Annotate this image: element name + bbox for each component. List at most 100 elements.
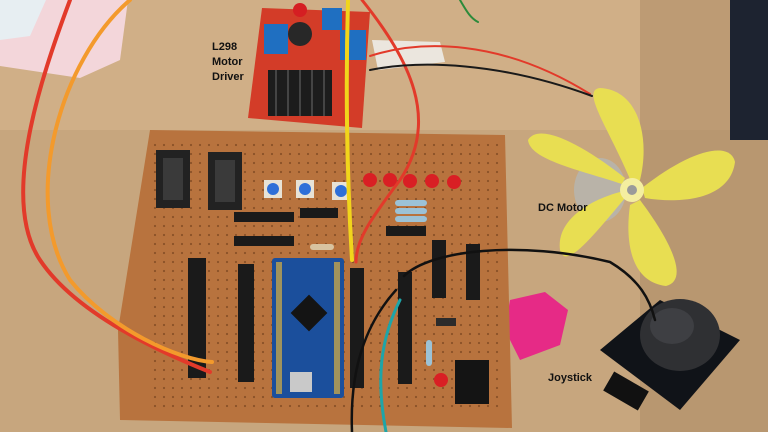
pcb-hole	[450, 278, 454, 282]
l298-driver	[248, 3, 370, 128]
pcb-hole	[423, 368, 427, 372]
pcb-hole	[297, 242, 301, 246]
pcb-hole	[450, 368, 454, 372]
pcb-hole	[495, 296, 499, 300]
pcb-hole	[279, 233, 283, 237]
pcb-hole	[243, 197, 247, 201]
pcb-hole	[432, 314, 436, 318]
pcb-hole	[189, 152, 193, 156]
pcb-hole	[261, 206, 265, 210]
pcb-hole	[423, 395, 427, 399]
pcb-hole	[216, 143, 220, 147]
pcb-hole	[459, 278, 463, 282]
pcb-hole	[441, 404, 445, 408]
pcb-hole	[450, 296, 454, 300]
pcb-hole	[153, 242, 157, 246]
pcb-hole	[486, 215, 490, 219]
pcb-hole	[423, 296, 427, 300]
pcb-hole	[216, 341, 220, 345]
pcb-hole	[189, 224, 193, 228]
pcb-hole	[387, 287, 391, 291]
pcb-hole	[387, 161, 391, 165]
pcb-hole	[162, 296, 166, 300]
pcb-hole	[216, 404, 220, 408]
pcb-hole	[450, 269, 454, 273]
pcb-hole	[171, 287, 175, 291]
pcb-hole	[387, 395, 391, 399]
pcb-hole	[405, 197, 409, 201]
pcb-hole	[243, 224, 247, 228]
pcb-hole	[378, 323, 382, 327]
pcb-hole	[378, 305, 382, 309]
pcb-hole	[378, 161, 382, 165]
pcb-hole	[387, 152, 391, 156]
pcb-hole	[405, 386, 409, 390]
pcb-hole	[414, 269, 418, 273]
pcb-hole	[198, 197, 202, 201]
pcb-hole	[369, 359, 373, 363]
pcb-hole	[279, 206, 283, 210]
pcb-hole	[486, 242, 490, 246]
pcb-hole	[378, 251, 382, 255]
pcb-hole	[432, 359, 436, 363]
pcb-hole	[261, 305, 265, 309]
pcb-hole	[171, 143, 175, 147]
pcb-hole	[189, 386, 193, 390]
pcb-hole	[324, 170, 328, 174]
pcb-hole	[477, 314, 481, 318]
pcb-hole	[315, 179, 319, 183]
pcb-hole	[153, 233, 157, 237]
pcb-hole	[378, 269, 382, 273]
pcb-hole	[450, 260, 454, 264]
pcb-hole	[243, 395, 247, 399]
pcb-hole	[342, 215, 346, 219]
pcb-hole	[153, 143, 157, 147]
pcb-hole	[207, 233, 211, 237]
power-jack	[455, 360, 489, 404]
ic-sockets	[156, 150, 242, 210]
pcb-hole	[261, 152, 265, 156]
pcb-hole	[198, 386, 202, 390]
pcb-hole	[153, 161, 157, 165]
pcb-hole	[189, 404, 193, 408]
dc-motor-fan	[528, 88, 735, 286]
pcb-hole	[432, 332, 436, 336]
pcb-hole	[486, 233, 490, 237]
pcb-hole	[252, 152, 256, 156]
pcb-hole	[468, 341, 472, 345]
pcb-hole	[198, 215, 202, 219]
pcb-hole	[423, 404, 427, 408]
pcb-hole	[495, 251, 499, 255]
pcb-hole	[351, 170, 355, 174]
pcb-hole	[234, 368, 238, 372]
pcb-hole	[225, 278, 229, 282]
pcb-hole	[387, 359, 391, 363]
pcb-hole	[189, 242, 193, 246]
pcb-hole	[153, 287, 157, 291]
pcb-hole	[180, 404, 184, 408]
pcb-hole	[441, 170, 445, 174]
pcb-hole	[297, 197, 301, 201]
pcb-hole	[441, 179, 445, 183]
pcb-hole	[171, 233, 175, 237]
pcb-hole	[432, 161, 436, 165]
pcb-hole	[153, 152, 157, 156]
pcb-hole	[270, 233, 274, 237]
pcb-hole	[153, 206, 157, 210]
pcb-hole	[360, 152, 364, 156]
pcb-hole	[369, 341, 373, 345]
pink-notebook-edge	[0, 0, 46, 40]
pcb-hole	[288, 188, 292, 192]
pcb-hole	[216, 368, 220, 372]
pcb-hole	[450, 224, 454, 228]
pcb-hole	[171, 242, 175, 246]
white-paper	[372, 40, 445, 70]
pcb-hole	[459, 143, 463, 147]
pcb-hole	[495, 188, 499, 192]
pcb-hole	[360, 395, 364, 399]
pcb-hole	[297, 224, 301, 228]
pcb-hole	[216, 296, 220, 300]
pcb-hole	[297, 404, 301, 408]
pcb-hole	[198, 143, 202, 147]
pcb-hole	[261, 359, 265, 363]
